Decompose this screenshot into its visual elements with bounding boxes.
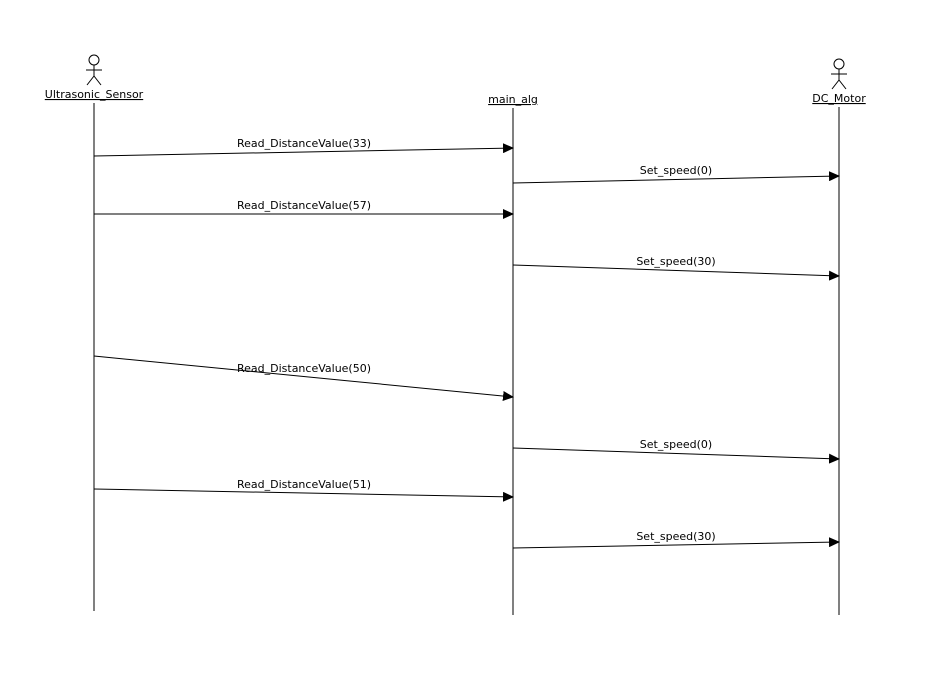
participant-sensor[interactable]: Ultrasonic_Sensor xyxy=(45,54,144,611)
message-label: Set_speed(30) xyxy=(636,255,715,268)
participant-label-sensor: Ultrasonic_Sensor xyxy=(45,88,144,101)
message-arrow xyxy=(93,488,514,502)
message-6[interactable]: Set_speed(0) xyxy=(512,438,840,464)
message-label: Set_speed(0) xyxy=(640,438,712,451)
message-1[interactable]: Read_DistanceValue(33) xyxy=(93,137,514,157)
message-arrow xyxy=(512,537,840,549)
message-7[interactable]: Read_DistanceValue(51) xyxy=(93,478,514,502)
message-3[interactable]: Read_DistanceValue(57) xyxy=(94,199,514,219)
message-label: Set_speed(0) xyxy=(640,164,712,177)
participant-label-motor: DC_Motor xyxy=(812,92,866,105)
message-8[interactable]: Set_speed(30) xyxy=(512,530,840,549)
message-5[interactable]: Read_DistanceValue(50) xyxy=(93,355,514,402)
stick-figure-icon xyxy=(831,58,847,90)
message-label: Read_DistanceValue(57) xyxy=(237,199,371,212)
message-arrow xyxy=(512,171,840,184)
message-label: Read_DistanceValue(51) xyxy=(237,478,371,491)
participant-motor[interactable]: DC_Motor xyxy=(812,58,866,615)
message-arrow xyxy=(512,264,840,281)
message-label: Read_DistanceValue(50) xyxy=(237,362,371,375)
message-arrow xyxy=(93,143,514,157)
message-label: Read_DistanceValue(33) xyxy=(237,137,371,150)
stick-figure-icon xyxy=(86,54,102,86)
participant-label-main: main_alg xyxy=(488,93,538,106)
message-arrow xyxy=(93,355,514,402)
message-2[interactable]: Set_speed(0) xyxy=(512,164,840,184)
message-4[interactable]: Set_speed(30) xyxy=(512,255,840,281)
message-label: Set_speed(30) xyxy=(636,530,715,543)
message-arrow xyxy=(512,447,840,464)
participant-main[interactable]: main_alg xyxy=(488,93,538,615)
